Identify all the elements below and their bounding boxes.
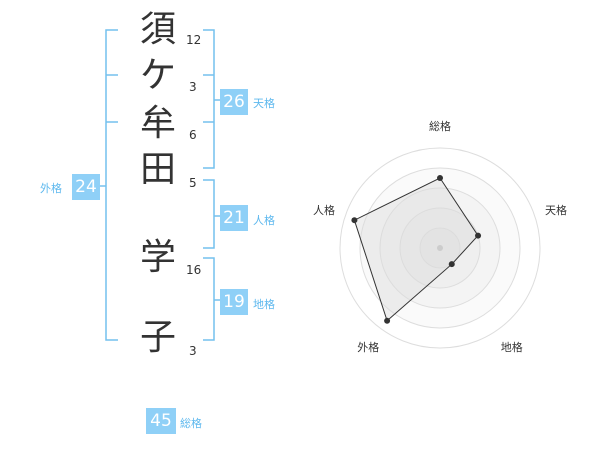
radar-axis-label-4: 外格 (357, 340, 380, 354)
gaikaku-label: 外格 (40, 182, 62, 195)
name-char-4: 田 (139, 149, 176, 190)
soukaku-value: 45 (146, 408, 176, 434)
stroke-count-5: 16 (186, 263, 202, 277)
gaikaku-value: 24 (72, 174, 100, 200)
name-char-5: 学 (139, 237, 176, 278)
radar-center-dot (437, 245, 443, 251)
chikaku-value: 19 (220, 289, 248, 315)
name-char-2: ケ (139, 55, 176, 96)
stroke-count-4: 5 (189, 176, 197, 190)
radar-axis-label-2: 天格 (545, 204, 568, 218)
stroke-count-1: 12 (186, 33, 202, 47)
radar-point-4 (384, 317, 391, 324)
radar-axis-label-3: 地格 (500, 340, 523, 354)
soukaku-label: 総格 (180, 417, 202, 430)
radar-point-5 (351, 217, 358, 224)
radar-point-2 (475, 232, 482, 239)
stroke-count-6: 3 (189, 344, 197, 358)
radar-axis-label-5: 人格 (312, 204, 335, 218)
radar-data-area (353, 177, 479, 322)
jinkaku-label: 人格 (253, 214, 275, 227)
name-char-6: 子 (139, 317, 176, 358)
stroke-count-2: 3 (189, 80, 197, 94)
radar-point-1 (437, 175, 443, 181)
radar-point-3 (448, 261, 455, 268)
radar-axis-label-1: 総格 (429, 120, 451, 133)
name-char-1: 須 (139, 9, 176, 50)
tenkaku-label: 天格 (253, 97, 275, 110)
chikaku-label: 地格 (253, 298, 275, 311)
jinkaku-value: 21 (220, 205, 248, 231)
tenkaku-value: 26 (220, 89, 248, 115)
name-char-3: 牟 (139, 103, 176, 144)
stroke-count-3: 6 (189, 128, 197, 142)
